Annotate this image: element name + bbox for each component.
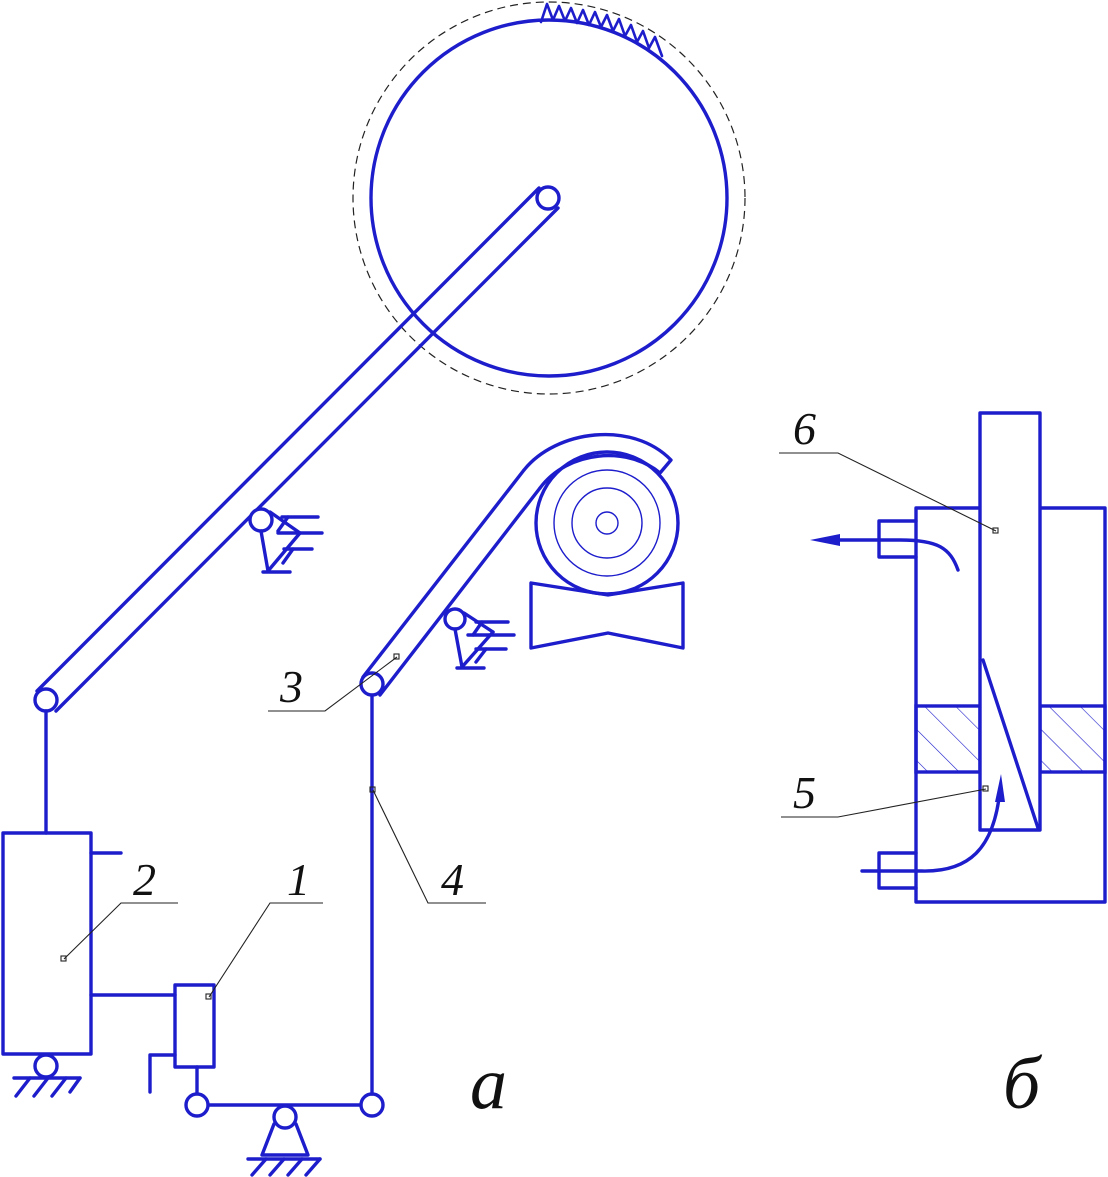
drum-teeth xyxy=(539,2,664,58)
lower-port-arrow xyxy=(995,774,1005,802)
valve-section xyxy=(810,411,1107,904)
long-lever xyxy=(33,185,561,713)
leader-lines-b xyxy=(779,452,999,818)
drum-circle xyxy=(369,18,729,378)
view-label-a: а xyxy=(470,1043,507,1125)
brake-lever-pivot xyxy=(443,607,516,670)
lever-top-pin xyxy=(535,185,561,211)
label-part-1: 1 xyxy=(287,854,310,905)
leader-lines xyxy=(60,653,486,1000)
hatched-seal-left xyxy=(914,704,982,774)
drum-outline-dashed xyxy=(352,1,746,395)
drum xyxy=(352,1,746,395)
lower-bar-pivot xyxy=(272,1104,298,1130)
roll xyxy=(534,450,680,596)
label-part-4: 4 xyxy=(441,854,464,905)
lower-bar-left-pin xyxy=(184,1092,210,1118)
valve-1 xyxy=(148,983,216,1096)
label-part-2: 2 xyxy=(133,854,156,905)
cylinder-2 xyxy=(1,709,177,1098)
lower-bar xyxy=(184,1092,385,1177)
hatched-seal-right xyxy=(1038,704,1107,774)
label-part-6: 6 xyxy=(793,403,816,454)
upper-port-arrow xyxy=(810,534,840,546)
label-part-5: 5 xyxy=(793,767,816,818)
spool-5-bevel xyxy=(981,658,1040,830)
long-lever-pivot xyxy=(248,507,324,574)
lever-bottom-pin xyxy=(33,687,59,713)
view-label-b: б xyxy=(1003,1043,1043,1125)
label-part-3: 3 xyxy=(279,661,303,712)
lower-bar-right-pin xyxy=(359,1092,385,1118)
roll-support xyxy=(529,581,685,650)
spool-6 xyxy=(978,411,1042,832)
cylinder-2-pivot xyxy=(33,1053,59,1079)
